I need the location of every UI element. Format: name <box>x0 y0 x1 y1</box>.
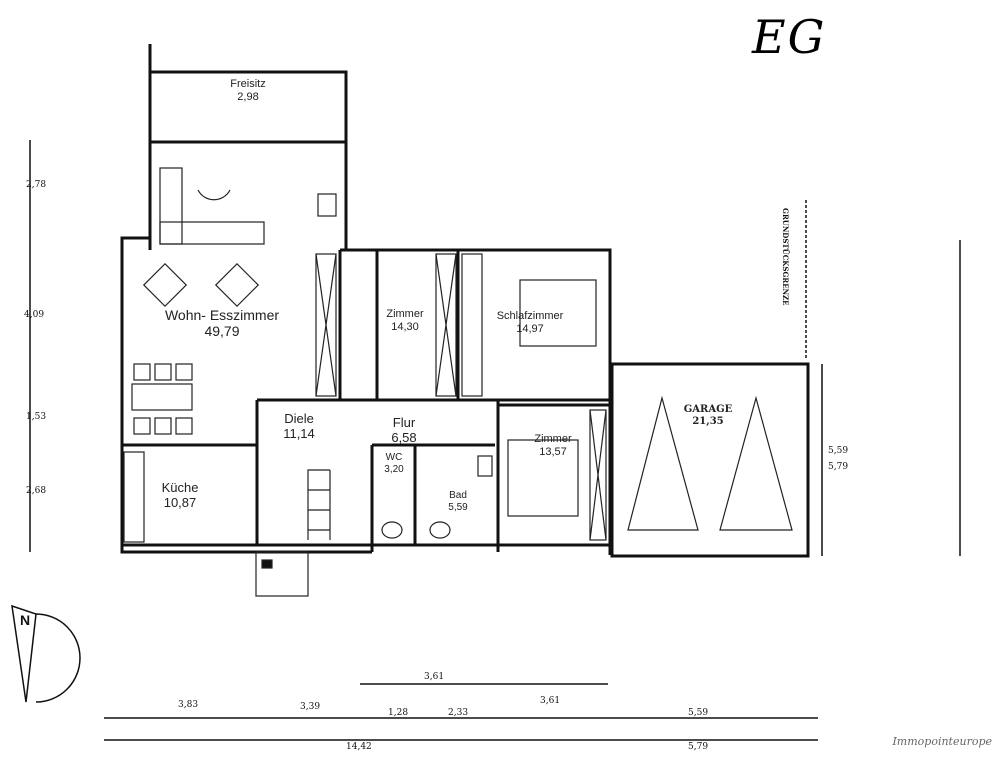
bed-zimmer2 <box>507 439 579 517</box>
dim-bottom-row2-3: 1,28 <box>388 708 409 718</box>
room-area: 14,97 <box>516 322 544 335</box>
room-area: 2,98 <box>237 90 259 103</box>
room-name: Zimmer <box>534 433 572 445</box>
room-name: WC <box>385 452 403 463</box>
room-flur: Flur 6,58 <box>374 415 434 446</box>
dim-bottom-row3-2: 5,79 <box>688 742 709 752</box>
dim-left-1: 2,78 <box>26 180 47 190</box>
room-schlafzimmer: Schlafzimmer 14,97 <box>485 310 575 335</box>
room-name: Flur <box>392 415 416 430</box>
room-name: Küche <box>161 480 199 495</box>
floor-label: EG <box>752 10 827 64</box>
garage-outline <box>610 362 810 558</box>
dim-bottom-row2-5: 3,61 <box>540 696 561 706</box>
wall-west <box>120 236 372 554</box>
room-kueche: Küche 10,87 <box>150 480 210 511</box>
room-name: Zimmer <box>386 308 424 320</box>
room-name: Diele <box>284 411 314 426</box>
room-bad: Bad 5,59 <box>438 490 478 513</box>
stairs <box>307 469 331 540</box>
sofa-bottom <box>159 221 265 245</box>
dim-bottom-row2-2: 3,39 <box>300 702 321 712</box>
room-wc: WC 3,20 <box>374 452 414 475</box>
room-area: 49,79 <box>204 323 240 340</box>
room-area: 10,87 <box>163 494 197 510</box>
chair-2 <box>214 262 260 308</box>
entry-step <box>255 551 309 597</box>
watermark: Immopointeurope <box>892 735 992 748</box>
car-marker-2 <box>719 395 793 531</box>
north-arrow-icon <box>11 604 81 703</box>
dim-bottom-row3-1: 14,42 <box>346 742 372 752</box>
dim-left-2: 4,09 <box>24 310 45 320</box>
armchair <box>197 189 231 201</box>
wc-toilet <box>381 521 403 539</box>
wardrobe-1 <box>315 253 337 397</box>
dim-bottom-row1-1: 3,61 <box>424 672 445 682</box>
freisitz-outline <box>150 70 348 142</box>
room-area: 11,14 <box>283 425 315 441</box>
room-name: Freisitz <box>230 78 266 90</box>
side-table <box>317 193 337 217</box>
kitchen-counter <box>123 451 145 543</box>
car-marker-1 <box>627 395 699 531</box>
room-zimmer-1: Zimmer 14,30 <box>375 308 435 333</box>
chair-1 <box>142 262 188 308</box>
room-area: 3,20 <box>384 463 404 475</box>
bed-schlaf <box>519 279 597 347</box>
room-freisitz: Freisitz 2,98 <box>218 78 278 103</box>
room-area: 5,59 <box>448 501 468 513</box>
sofa <box>159 167 183 245</box>
room-area: 21,35 <box>692 415 724 427</box>
room-zimmer-2: Zimmer 13,57 <box>523 433 583 458</box>
wall-bedrooms-top <box>340 248 612 555</box>
wardrobe-4 <box>589 409 607 541</box>
bathtub <box>477 455 493 477</box>
dining-table <box>131 383 193 411</box>
room-garage: GARAGE 21,35 <box>673 404 743 427</box>
room-name: Wohn- Esszimmer <box>164 307 280 323</box>
dim-right-2: 5,79 <box>828 462 849 472</box>
room-name: Schlafzimmer <box>496 310 564 322</box>
north-label: N <box>20 612 31 628</box>
dim-bottom-row2-4: 2,33 <box>448 708 469 718</box>
room-name: Bad <box>449 490 467 501</box>
wardrobe-2 <box>435 253 457 397</box>
room-area: 6,58 <box>391 429 417 445</box>
dim-left-3: 1,53 <box>26 412 47 422</box>
wall-wohn-top <box>150 140 348 250</box>
wardrobe-3 <box>461 253 483 397</box>
bad-toilet <box>429 521 451 539</box>
room-name: GARAGE <box>683 404 733 415</box>
room-area: 14,30 <box>391 320 419 333</box>
dim-right-1: 5,59 <box>828 446 849 456</box>
dim-left-4: 2,68 <box>26 486 47 496</box>
room-diele: Diele 11,14 <box>269 411 329 442</box>
room-wohn-esszimmer: Wohn- Esszimmer 49,79 <box>142 307 302 339</box>
room-area: 13,57 <box>539 445 567 458</box>
dim-bottom-row2-1: 3,83 <box>178 700 199 710</box>
dim-bottom-row2-6: 5,59 <box>688 708 709 718</box>
property-line-label: GRUNDSTÜCKSGRENZE <box>781 208 790 306</box>
